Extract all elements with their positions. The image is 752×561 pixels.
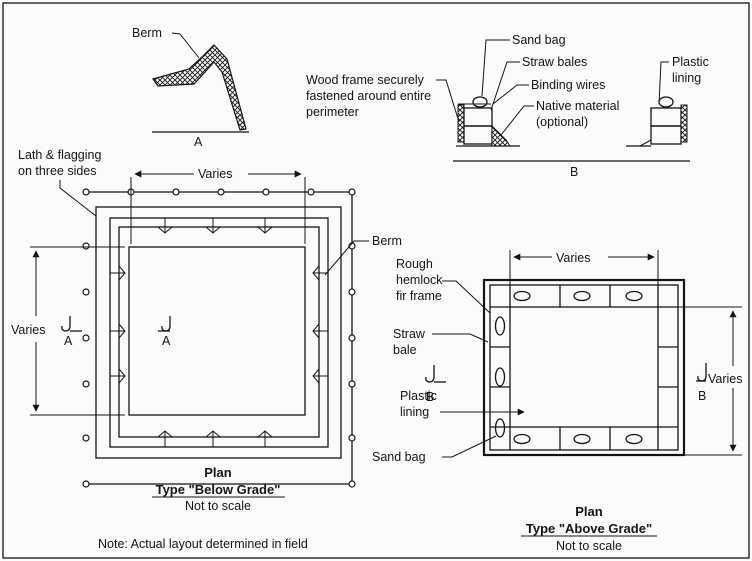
sand-bags-plan [494,290,643,445]
varies-top-label-above: Varies [556,251,591,265]
cut-marker-a-left [61,316,71,332]
bale-outer [489,284,679,451]
plastic-lining-label-b1: Plastic [672,55,709,69]
lath-stakes [82,188,356,488]
sand-bag-leader [481,39,510,97]
wood-frame-leader [436,79,460,123]
wood-frame-label-1: Wood frame securely [306,73,425,87]
binding-wires-label: Binding wires [531,78,605,92]
wood-frame-right [680,104,688,143]
below-grade-plan: Varies Varies A A Lath & flagging on thr… [11,148,402,551]
berm-label-plan: Berm [372,234,402,248]
bale-inner [509,306,659,428]
berm-inner [118,226,320,438]
cut-marker-b-right [697,363,707,382]
berm-leader-a [171,32,200,59]
plastic-lining-label-2: lining [400,405,429,419]
rough-frame [482,278,686,457]
rough-frame-leader [442,280,491,314]
section-a: Berm A [132,26,249,149]
bale-dividers [490,285,678,450]
plastic-lining-label-b2: lining [672,71,701,85]
straw-bale-label-2: bale [393,343,417,357]
below-grade-scale-note: Not to scale [185,499,251,513]
berm-symbols [110,218,328,447]
sand-bag-left [472,96,488,108]
field-layout-note: Note: Actual layout determined in field [98,537,308,551]
straw-bales-label: Straw bales [522,55,587,69]
cut-letter-a-left: A [64,334,73,348]
sand-bag-plan-label: Sand bag [372,450,426,464]
native-material-leader [500,105,534,136]
lath-flagging-line [86,191,353,485]
sand-bag-label: Sand bag [512,33,566,47]
rough-frame-label-3: fir frame [396,289,442,303]
section-b: Sand bag Straw bales Binding wires Nativ… [306,33,709,179]
berm-profile-a [152,44,247,131]
native-material-note: (optional) [536,115,588,129]
cut-letter-b-right: B [698,389,706,403]
cut-letter-b-left: B [426,390,434,404]
above-grade-type-title: Type "Above Grade" [526,521,652,536]
native-material [491,124,511,147]
cut-marker-b-left [425,365,435,383]
varies-top-label: Varies [198,167,233,181]
lath-label-1: Lath & flagging [18,148,101,162]
section-b-letter: B [570,165,578,179]
cut-letter-a-right: A [162,334,171,348]
berm-leader-plan [324,240,369,276]
rough-frame-label-1: Rough [396,257,433,271]
sand-bag-plan-leader [442,435,497,458]
below-grade-type-title: Type "Below Grade" [156,482,281,497]
varies-left-label: Varies [11,323,46,337]
binding-wires-leader [492,84,529,105]
plastic-lining-label-1: Plastic [400,389,437,403]
washout-pit [128,246,306,416]
wood-frame-left [457,104,465,143]
lath-leader [59,180,97,217]
below-grade-plan-title: Plan [204,465,232,480]
cut-marker-a-right [161,316,171,332]
wood-frame-label-2: fastened around entire [306,89,431,103]
above-grade-plan: Varies Varies B B Rough hemlock fir fram… [372,250,743,553]
straw-bale-right-top [650,107,682,127]
berm-outer [95,206,342,459]
above-grade-scale-note: Not to scale [556,539,622,553]
section-a-letter: A [194,135,203,149]
straw-bales-leader [490,61,520,111]
berm-label-a: Berm [132,26,162,40]
plastic-lining-leader-b [658,61,669,105]
above-grade-plan-title: Plan [575,504,603,519]
varies-right-label: Varies [708,372,743,386]
straw-bale-label-1: Straw [393,327,426,341]
straw-bale-leader [432,333,489,343]
lath-label-2: on three sides [18,164,97,178]
straw-bale-left-top [463,107,493,127]
sand-bag-right [658,96,674,108]
straw-bale-left-bottom [463,125,493,145]
rough-frame-label-2: hemlock [396,273,443,287]
wood-frame-label-3: perimeter [306,105,359,119]
native-material-label: Native material [536,99,619,113]
berm-crest [109,217,329,448]
straw-bale-right-bottom [650,125,682,145]
